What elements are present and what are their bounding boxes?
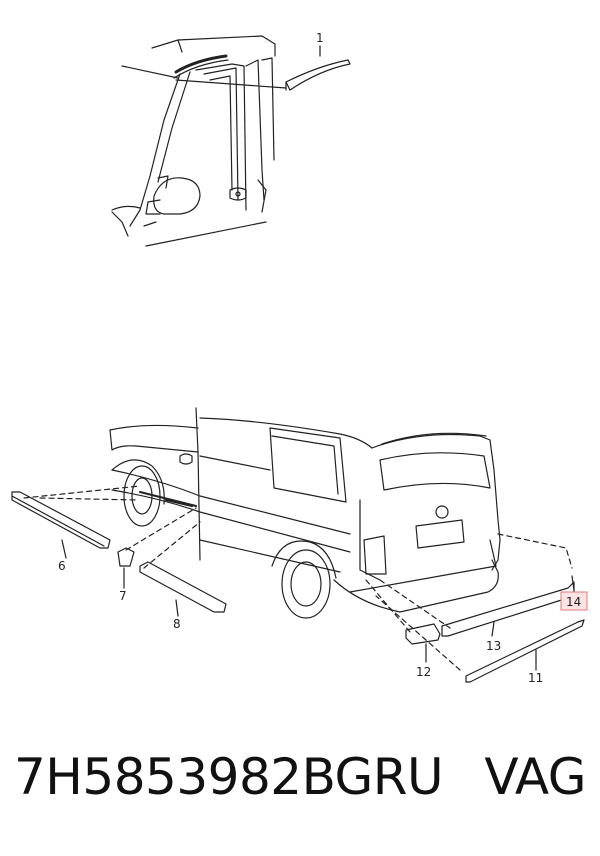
callout-7: 7	[119, 589, 127, 603]
leader-lines	[23, 485, 573, 671]
part-13-trim	[441, 581, 575, 637]
callout-6: 6	[58, 559, 66, 573]
upper-vehicle-drawing	[111, 35, 351, 247]
callout-ticks	[61, 539, 575, 671]
part-8-moulding	[139, 561, 227, 613]
callout-11: 11	[528, 671, 543, 685]
part-12-end-cap	[405, 623, 441, 645]
part-7-clip	[117, 547, 135, 567]
callout-13: 13	[486, 639, 501, 653]
callout-8: 8	[173, 617, 181, 631]
part-6-moulding	[11, 491, 111, 549]
lower-vehicle-drawing	[109, 407, 501, 619]
part-number: 7H5853982BGRU	[14, 748, 444, 806]
callout-12: 12	[416, 665, 431, 679]
part-11-trim	[465, 619, 585, 683]
callout-1: 1	[316, 31, 324, 45]
callout-14: 14	[566, 595, 581, 609]
callout-14-highlight	[560, 591, 588, 611]
part-caption: 7H5853982BGRU VAG	[0, 748, 600, 828]
brand-name: VAG	[484, 748, 586, 806]
